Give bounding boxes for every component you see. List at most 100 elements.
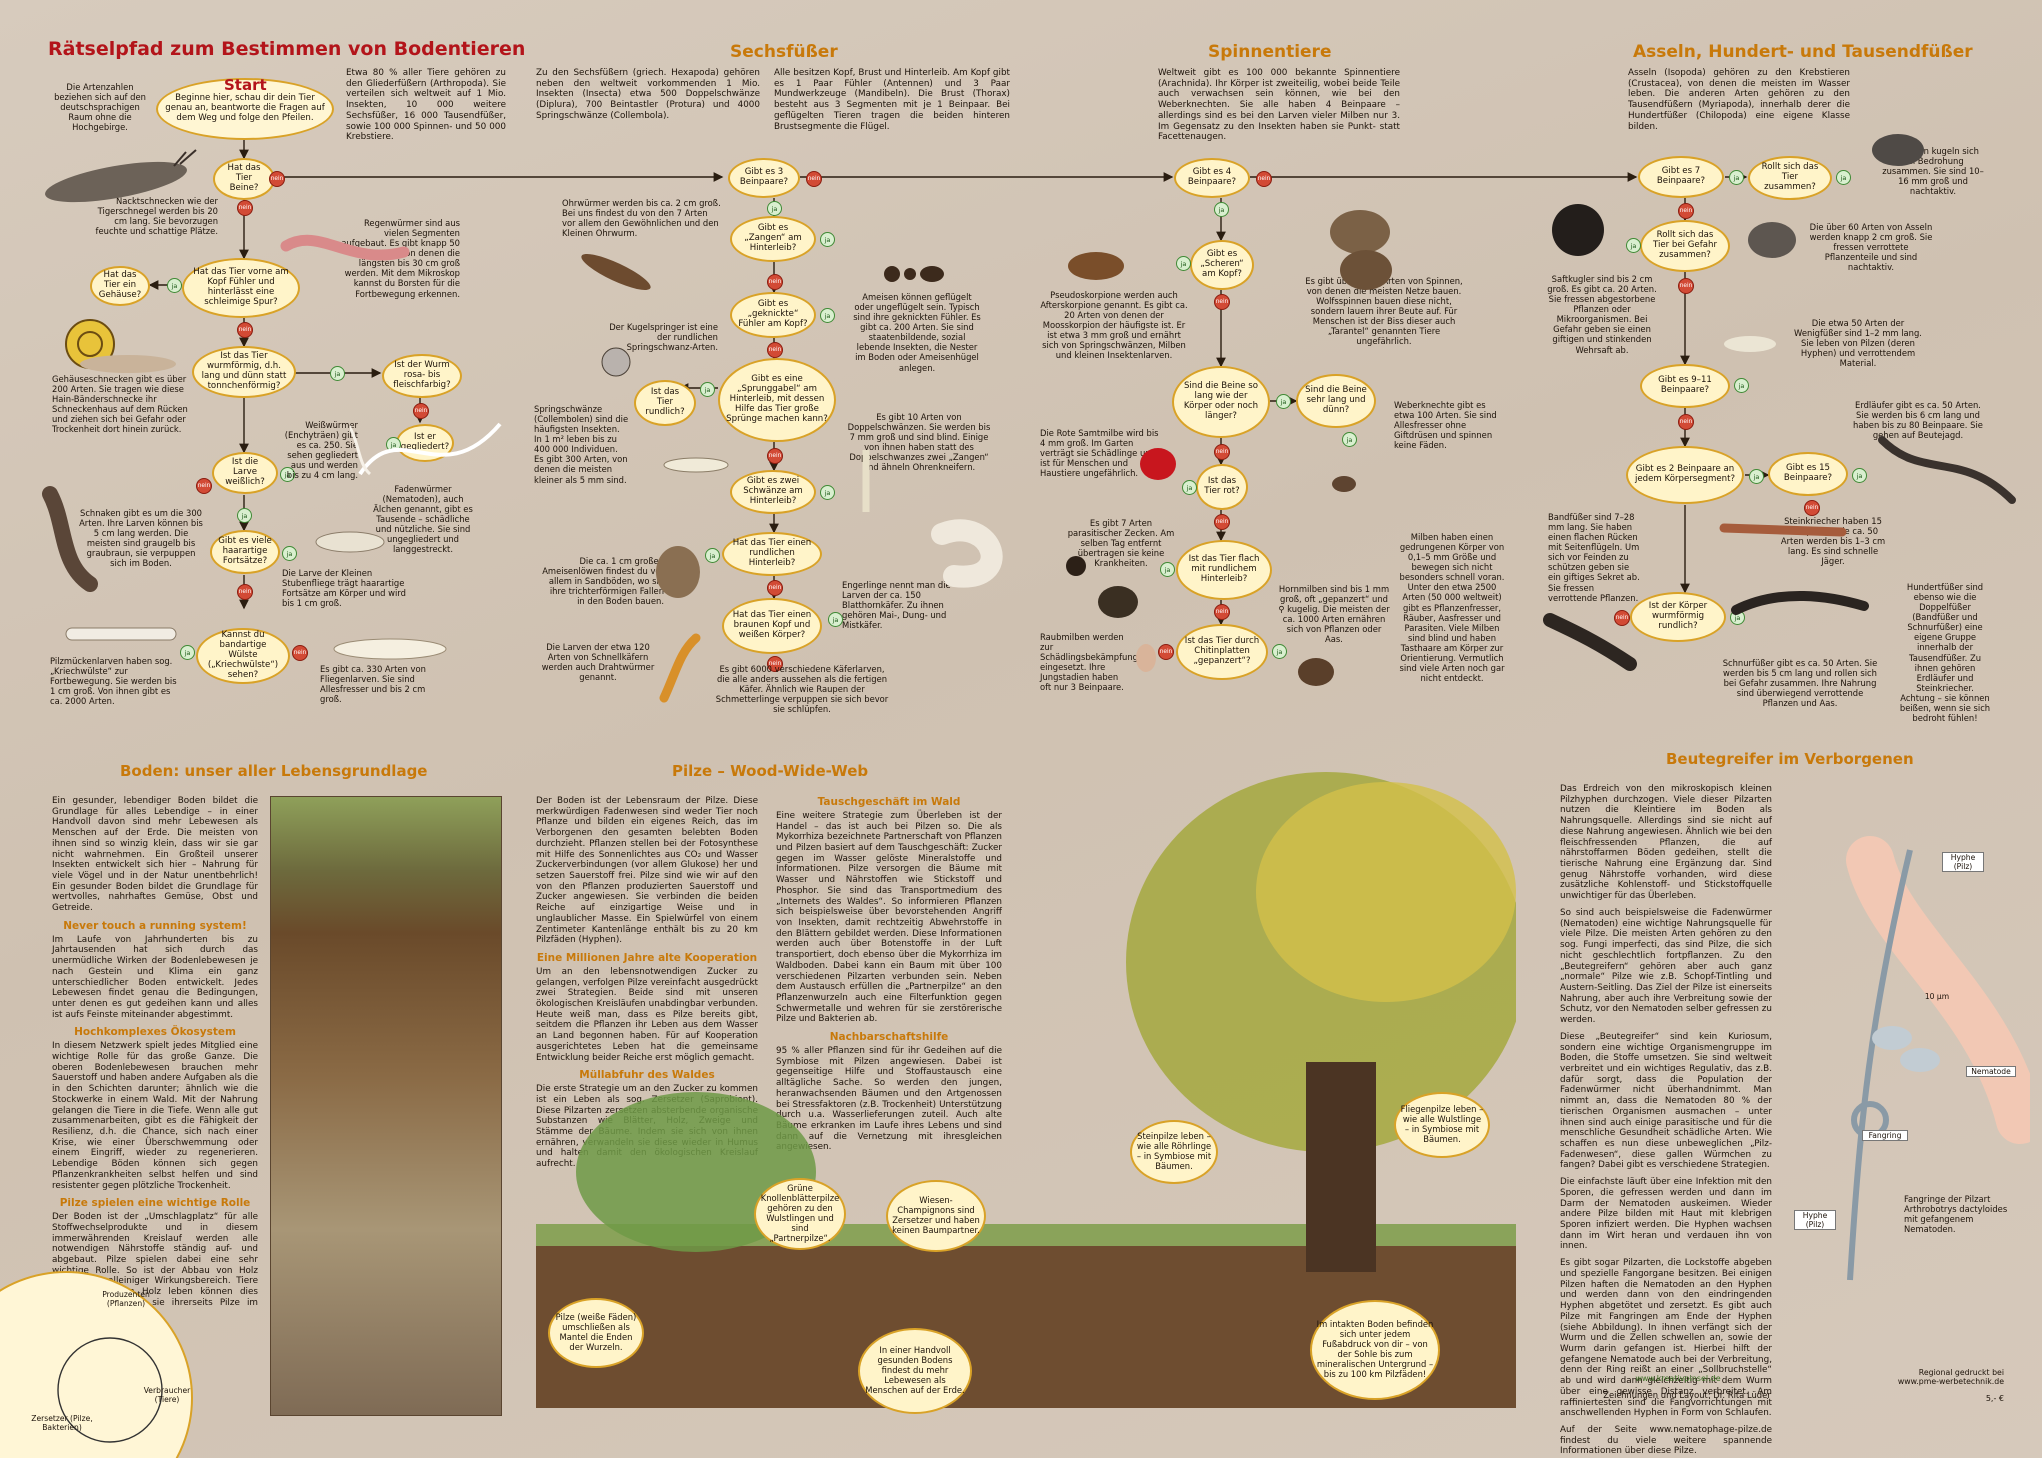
badge-ja: ja: [820, 308, 835, 323]
caption-wenigfuesser: Die etwa 50 Arten der Wenigfüßer sind 1–…: [1794, 318, 1922, 369]
caption-raubmilben: Raubmilben werden zur Schädlingsbekämpfu…: [1040, 632, 1138, 693]
beute-paragraph-6: Auf der Seite www.nematophage-pilze.de f…: [1560, 1424, 1772, 1457]
caption-doppelschwaenze: Es gibt 10 Arten von Doppelschwänzen. Si…: [847, 412, 991, 473]
node-flach-text: Ist das Tier flach mit rundlichem Hinter…: [1188, 554, 1260, 584]
forest-scene: [536, 772, 1516, 1408]
boden-paragraph-3: In diesem Netzwerk spielt jedes Mitglied…: [52, 1041, 258, 1191]
node-rosa-text: Ist der Wurm rosa- bis fleischfarbig?: [393, 360, 451, 390]
title-sechsfuesser: Sechsfüßer: [730, 42, 838, 62]
node-larve-text: Ist die Larve weißlich?: [225, 457, 265, 487]
badge-ja: ja: [1214, 202, 1229, 217]
node-zangen-text: Gibt es „Zangen“ am Hinterleib?: [744, 223, 802, 253]
caption-gehaeuseschnecken: Gehäuseschnecken gibt es über 200 Arten.…: [52, 374, 188, 435]
badge-nein: nein: [1214, 514, 1230, 530]
caption-zecken: Es gibt 7 Arten parasitischer Zecken. Am…: [1067, 518, 1175, 569]
bubble-fliegenpilz: Fliegenpilze leben – wie alle Wulstlinge…: [1394, 1092, 1490, 1158]
footer-price: 5,- €: [1985, 1394, 2004, 1403]
node-2-beinpaare-text: Gibt es 2 Beinpaare an jedem Körpersegme…: [1634, 464, 1736, 484]
label-fangring: Fangring: [1862, 1130, 1908, 1142]
node-7-beinpaare: Gibt es 7 Beinpaare?: [1638, 156, 1724, 198]
soil-profile-photo: [270, 796, 502, 1416]
pilze-text-right: Tauschgeschäft im Wald Eine weitere Stra…: [776, 796, 1002, 1153]
caption-saftkugler: Saftkugler sind bis 2 cm groß. Es gibt c…: [1547, 274, 1657, 355]
pilze-heading-tausch: Tauschgeschäft im Wald: [817, 796, 961, 808]
caption-kaeferlarven: Es gibt 6000 verschiedene Käferlarven, d…: [715, 664, 889, 715]
kreislauf-verbraucher: Verbraucher (Tiere): [143, 1386, 191, 1405]
node-rosa: Ist der Wurm rosa- bis fleischfarbig?: [382, 354, 462, 398]
ameisenloewe-illustration: [656, 546, 700, 598]
badge-nein: nein: [1678, 203, 1694, 219]
badge-nein: nein: [767, 580, 783, 596]
badge-ja: ja: [237, 508, 252, 523]
title-spinnentiere: Spinnentiere: [1208, 42, 1332, 62]
badge-ja: ja: [1836, 170, 1851, 185]
badge-nein: nein: [1214, 604, 1230, 620]
node-15-beinpaare: Gibt es 15 Beinpaare?: [1768, 452, 1848, 496]
caption-hundertfuesser: Hundertfüßer sind ebenso wie die Doppelf…: [1899, 582, 1991, 724]
bubble-intakter-boden: Im intakten Boden befinden sich unter je…: [1310, 1300, 1440, 1400]
node-rollt-gefahr-text: Rollt sich das Tier bei Gefahr zusammen?: [1652, 230, 1717, 260]
beute-paragraph-1: Das Erdreich von den mikroskopisch klein…: [1560, 784, 1772, 902]
boden-heading-pilze: Pilze spielen eine wichtige Rolle: [59, 1197, 251, 1210]
caption-pilzmueckenlarven: Pilzmückenlarven haben sog. „Kriechwülst…: [50, 656, 177, 707]
node-3-beinpaare: Gibt es 3 Beinpaare?: [728, 158, 800, 198]
pilze-paragraph-1: Der Boden ist der Lebensraum der Pilze. …: [536, 796, 758, 946]
label-nematode: Nematode: [1966, 1066, 2016, 1078]
caption-fangringe: Fangringe der Pilzart Arthrobotrys dacty…: [1904, 1194, 2008, 1235]
nematode-illustration: [350, 422, 502, 476]
kreislauf-produzenten: Produzenten (Pflanzen): [102, 1290, 150, 1309]
node-geknickt-text: Gibt es „geknickte“ Fühler am Kopf?: [738, 299, 808, 329]
node-rund-hinterleib: Hat das Tier einen rundlichen Hinterleib…: [722, 532, 822, 576]
caption-weberknechte: Weberknechte gibt es etwa 100 Arten. Sie…: [1394, 400, 1497, 451]
node-gegliedert-text: Ist er gegliedert?: [400, 432, 450, 452]
caption-engerlinge: Engerlinge nennt man die Larven der ca. …: [842, 580, 951, 631]
badge-ja: ja: [1734, 378, 1749, 393]
node-9-11-beinpaare-text: Gibt es 9–11 Beinpaare?: [1658, 375, 1712, 395]
boden-paragraph-1: Ein gesunder, lebendiger Boden bildet di…: [52, 796, 258, 914]
node-haarig-text: Gibt es viele haarartige Fortsätze?: [218, 536, 272, 566]
saftkugler-illustration: [1552, 204, 1604, 256]
samtmilbe-illustration: [1140, 448, 1176, 480]
badge-nein: nein: [1614, 610, 1630, 626]
badge-ja: ja: [828, 612, 843, 627]
kreislauf-zersetzer: Zersetzer (Pilze, Bakterien): [31, 1414, 93, 1433]
node-chitin-text: Ist das Tier durch Chitinplatten „gepanz…: [1184, 636, 1260, 666]
node-rollt-gefahr: Rollt sich das Tier bei Gefahr zusammen?: [1640, 220, 1730, 272]
badge-ja: ja: [1276, 394, 1291, 409]
node-fuehler: Hat das Tier vorne am Kopf Fühler und hi…: [182, 258, 300, 318]
boden-paragraph-2: Im Laufe von Jahrhunderten bis zu Jahrta…: [52, 934, 258, 1020]
caption-hornmilben: Hornmilben sind bis 1 mm groß, oft „gepa…: [1278, 584, 1390, 645]
caption-rollasseln: Rollasseln kugeln sich bei Bedrohung zus…: [1882, 146, 1984, 197]
node-rundlich-text: Ist das Tier rundlich?: [645, 387, 685, 417]
bubble-steinpilz: Steinpilze leben – wie alle Röhrlinge – …: [1130, 1120, 1218, 1184]
start-label: Start: [224, 76, 267, 94]
slug-illustration: [45, 149, 197, 203]
ant-illustration: [884, 266, 944, 282]
earwig-illustration: [581, 253, 651, 291]
wolfsspinne-illustration: [1330, 210, 1392, 290]
node-kriech-text: Kannst du bandartige Wülste („Kriechwüls…: [207, 630, 279, 680]
badge-nein: nein: [806, 171, 822, 187]
node-flach: Ist das Tier flach mit rundlichem Hinter…: [1176, 540, 1272, 600]
caption-springschwaenze: Springschwänze (Collembolen) sind die hä…: [534, 404, 629, 485]
schnake-larva-illustration: [42, 486, 98, 592]
schnurfuesser-illustration: [1731, 591, 1869, 615]
caption-schnellkaefer: Die Larven der etwa 120 Arten von Schnel…: [541, 642, 655, 683]
caption-fadenwuermer: Fadenwürmer (Nematoden), auch Älchen gen…: [373, 484, 473, 555]
bubble-pilzfaeden: Pilze (weiße Fäden) umschließen als Mant…: [548, 1298, 644, 1368]
node-schwaenze: Gibt es zwei Schwänze am Hinterleib?: [730, 470, 816, 514]
node-gehaeuse: Hat das Tier ein Gehäuse?: [90, 266, 150, 306]
node-start: Beginne hier, schau dir dein Tier genau …: [156, 78, 334, 140]
caption-fliegenlarven: Es gibt ca. 330 Arten von Fliegenlarven.…: [320, 664, 426, 705]
node-beine-laenger: Sind die Beine so lang wie der Körper od…: [1172, 366, 1270, 438]
wenigfuesser-illustration: [1724, 336, 1776, 352]
badge-ja: ja: [180, 645, 195, 660]
node-rundlich: Ist das Tier rundlich?: [634, 380, 696, 426]
badge-ja: ja: [1749, 469, 1764, 484]
pilze-heading-nachbarschaft: Nachbarschaftshilfe: [829, 1031, 949, 1044]
badge-ja: ja: [1852, 468, 1867, 483]
badge-ja: ja: [282, 546, 297, 561]
badge-nein: nein: [237, 200, 253, 216]
pilze-paragraph-4: Eine weitere Strategie zum Überleben ist…: [776, 810, 1002, 1025]
